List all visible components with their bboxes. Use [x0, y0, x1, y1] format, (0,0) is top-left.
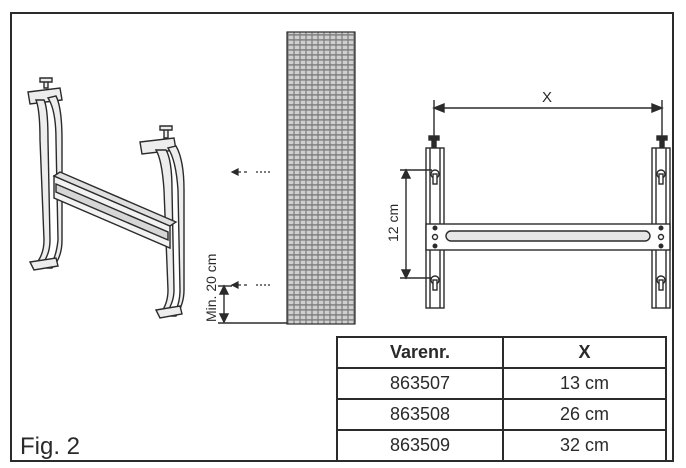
table-cell-varenr: 863509 [336, 429, 504, 462]
min-height-label: Min. 20 cm [203, 254, 219, 322]
figure-label: Fig. 2 [20, 433, 81, 460]
table-cell-varenr: 863508 [336, 398, 504, 431]
min-height-dimension [218, 284, 287, 324]
spec-table: Varenr. X 863507 13 cm 863508 26 cm 8635… [336, 336, 667, 462]
column-header-x: X [502, 336, 667, 369]
table-row: 863509 32 cm [336, 429, 667, 462]
bracket-3d-right [139, 125, 185, 319]
distance-label: X [542, 89, 552, 106]
table-cell-x: 13 cm [502, 367, 667, 400]
table-cell-x: 32 cm [502, 429, 667, 462]
table-cell-x: 26 cm [502, 398, 667, 431]
table-header-row: Varenr. X [336, 336, 667, 369]
spacing-dimension [400, 168, 432, 280]
table-cell-varenr: 863507 [336, 367, 504, 400]
front-bracket [425, 100, 671, 309]
bracket-3d-left [27, 77, 63, 271]
spacing-label: 12 cm [385, 204, 401, 242]
table-row: 863507 13 cm [336, 367, 667, 400]
table-row: 863508 26 cm [336, 398, 667, 431]
wall [286, 31, 356, 325]
drill-guides [230, 168, 272, 289]
column-header-varenr: Varenr. [336, 336, 504, 369]
bracket-3d-crossbar [52, 171, 178, 250]
